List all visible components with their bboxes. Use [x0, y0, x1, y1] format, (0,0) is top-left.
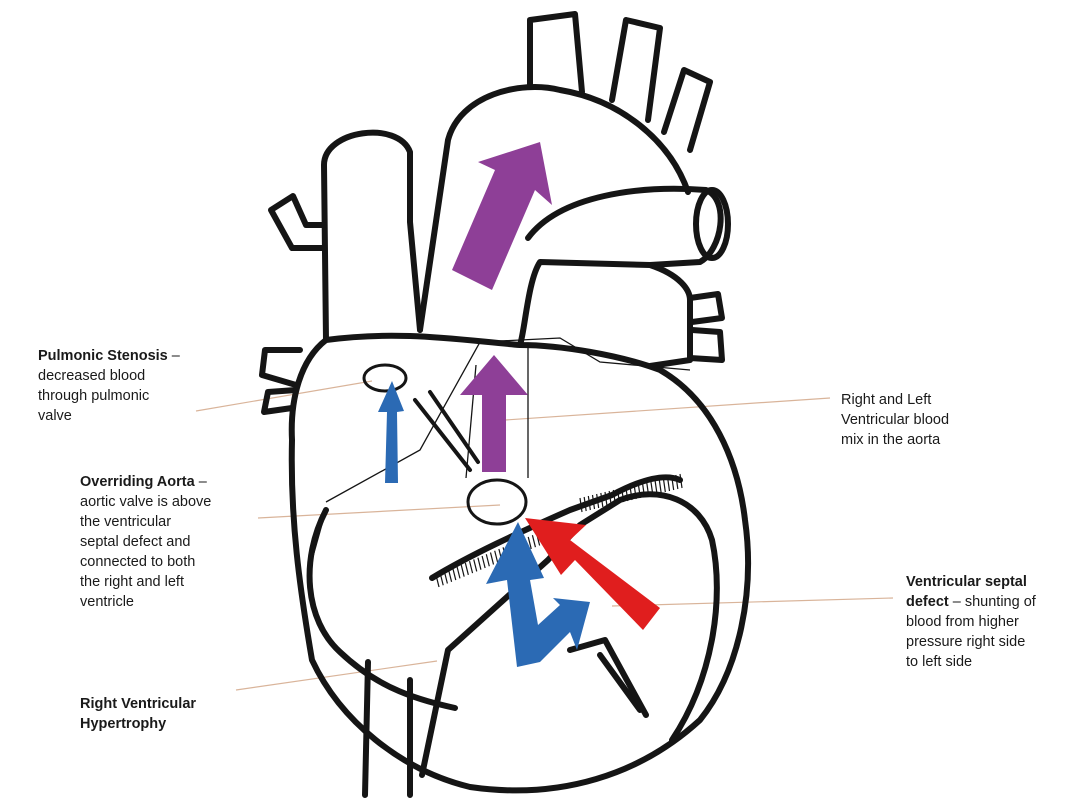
hatch-stroke-septum [465, 563, 468, 575]
label-pulmonic-body: decreased blood through pulmonic valve [38, 368, 149, 424]
label-pulmonic-stenosis: Pulmonic Stenosis – decreased blood throu… [38, 346, 228, 426]
label-aorta-title: Overriding Aorta [80, 474, 195, 490]
hatch-stroke-septum [495, 551, 498, 563]
label-pulmonic-dash: – [168, 348, 180, 364]
label-aorta-body: aortic valve is above the ventricular se… [80, 494, 211, 610]
left-atrium-outline [650, 265, 690, 366]
right-pulmonary-branch-upper [271, 196, 324, 248]
label-aorta-dash: – [195, 474, 207, 490]
hatch-stroke-lv [659, 479, 661, 493]
label-overriding-aorta: Overriding Aorta – aortic valve is above … [80, 472, 280, 612]
label-right-ventricular-hypertrophy: Right Ventricular Hypertrophy [80, 694, 270, 734]
hatch-stroke-septum [474, 559, 477, 571]
aortic-arch [420, 87, 688, 330]
label-rvh-title: Right Ventricular Hypertrophy [80, 696, 196, 732]
label-pulmonic-title: Pulmonic Stenosis [38, 348, 168, 364]
infundibular-band [415, 392, 478, 470]
leader-line-mix [505, 398, 830, 420]
hatch-stroke-septum [482, 556, 485, 568]
hatch-stroke-septum [470, 561, 473, 573]
hatch-stroke-septum [453, 568, 456, 580]
aortic-branch-3 [664, 70, 710, 150]
deoxygenated-arrow-upper [378, 381, 404, 483]
left-pulmonary-vein-lower [690, 330, 722, 360]
inferior-vena-cava [365, 662, 410, 795]
right-ventricle-inner [310, 510, 455, 708]
label-vsd-dash: – [949, 594, 965, 610]
pulmonic-valve [364, 365, 406, 391]
shunt-arrow [525, 518, 660, 630]
label-blood-mix: Right and Left Ventricular blood mix in … [841, 390, 1031, 450]
label-mix-body: Right and Left Ventricular blood mix in … [841, 392, 949, 448]
hatch-stroke-septum [449, 570, 452, 582]
leader-line-rvh [236, 661, 437, 690]
right-pulmonary-branch-lower [262, 350, 300, 385]
aortic-branch-2 [612, 20, 660, 120]
label-ventricular-septal-defect: Ventricular septal defect – shunting of … [906, 572, 1086, 672]
hatch-stroke-septum [461, 565, 464, 577]
mix-arrow-lower [460, 355, 528, 472]
hatch-stroke-septum [457, 566, 460, 578]
hatch-stroke-septum [478, 558, 481, 570]
left-pulmonary-vein-upper [690, 294, 722, 322]
superior-vena-cava [324, 133, 420, 340]
hatch-stroke-septum [486, 554, 489, 566]
aortic-branch-1 [530, 14, 582, 92]
hatch-stroke-septum [532, 535, 535, 547]
hatch-stroke-septum [491, 553, 494, 565]
aortic-valve [468, 480, 526, 524]
